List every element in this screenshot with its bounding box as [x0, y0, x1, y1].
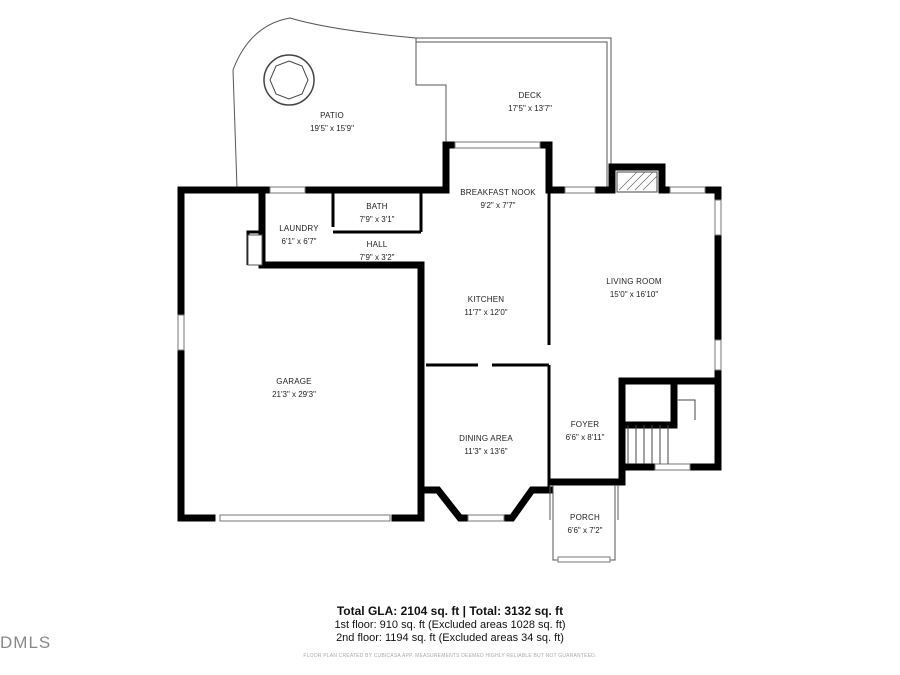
staircase [627, 399, 696, 464]
room-name-hall: HALL [367, 240, 388, 249]
hot-tub [263, 54, 315, 106]
room-name-living-room: LIVING ROOM [606, 277, 662, 286]
room-label-dining-area: DINING AREA 11'3" x 13'6" [459, 434, 513, 456]
room-name-porch: PORCH [570, 513, 600, 522]
porch-step [557, 556, 611, 563]
total-area-summary: Total GLA: 2104 sq. ft | Total: 3132 sq.… [336, 604, 564, 618]
wall-dining-bay [417, 261, 553, 522]
window-living-right [714, 199, 722, 236]
room-label-bath: BATH 7'9" x 3'1" [360, 202, 395, 224]
room-name-deck: DECK [518, 91, 541, 100]
room-dims-laundry: 6'1" x 6'7" [282, 237, 317, 246]
room-dims-breakfast-nook: 9'2" x 7'7" [481, 201, 516, 210]
room-name-laundry: LAUNDRY [279, 224, 319, 233]
first-floor-area: 1st floor: 910 sq. ft (Excluded areas 10… [334, 619, 566, 631]
mls-watermark: DMLS [0, 633, 52, 652]
fireplace-hatch [618, 171, 658, 191]
room-name-bath: BATH [366, 202, 388, 211]
room-dims-patio: 19'5" x 15'9" [310, 124, 354, 133]
room-name-kitchen: KITCHEN [468, 295, 505, 304]
window-top-garage [269, 186, 306, 194]
garage-door [219, 514, 391, 522]
room-dims-kitchen: 11'7" x 12'0" [464, 308, 507, 317]
room-dims-deck: 17'5" x 13'7" [508, 104, 552, 113]
room-label-patio: PATIO 19'5" x 15'9" [310, 111, 354, 133]
wall-stairs [618, 377, 722, 471]
laundry-door [247, 234, 263, 266]
deck-outline [416, 37, 612, 188]
room-name-dining-area: DINING AREA [459, 434, 513, 443]
second-floor-area: 2nd floor: 1194 sq. ft (Excluded areas 3… [336, 632, 564, 644]
room-label-garage: GARAGE 21'3" x 29'3" [272, 377, 316, 399]
room-label-kitchen: KITCHEN 11'7" x 12'0" [464, 295, 507, 317]
window-living-right2 [714, 339, 722, 371]
room-label-deck: DECK 17'5" x 13'7" [508, 91, 552, 113]
nook-window-top [454, 141, 541, 149]
room-dims-porch: 6'6" x 7'2" [568, 526, 603, 535]
hot-tub-inner [269, 60, 309, 100]
disclaimer-text: FLOOR PLAN CREATED BY CUBICASA APP. MEAS… [303, 653, 597, 659]
room-label-breakfast-nook: BREAKFAST NOOK 9'2" x 7'7" [460, 188, 536, 210]
room-name-foyer: FOYER [571, 420, 600, 429]
room-dims-hall: 7'9" x 3'2" [360, 253, 395, 262]
wall-kitchen [426, 190, 551, 400]
garage-window-left [177, 314, 185, 351]
room-label-hall: HALL 7'9" x 3'2" [360, 240, 395, 262]
room-label-laundry: LAUNDRY 6'1" x 6'7" [279, 224, 319, 246]
room-name-breakfast-nook: BREAKFAST NOOK [460, 188, 536, 197]
room-dims-bath: 7'9" x 3'1" [360, 215, 395, 224]
window-stair [654, 463, 691, 471]
room-dims-dining-area: 11'3" x 13'6" [464, 447, 507, 456]
room-name-garage: GARAGE [276, 377, 311, 386]
room-label-foyer: FOYER 6'6" x 8'11" [566, 420, 605, 442]
room-dims-living-room: 15'0" x 16'10" [610, 290, 658, 299]
room-label-living-room: LIVING ROOM 15'0" x 16'10" [606, 277, 662, 299]
window-living-top2 [669, 186, 706, 194]
room-dims-foyer: 6'6" x 8'11" [566, 433, 605, 442]
wall-laundry [246, 190, 423, 265]
bay-window [467, 514, 505, 522]
room-name-patio: PATIO [320, 111, 344, 120]
window-living-top1 [564, 186, 596, 194]
patio-outline [232, 17, 447, 189]
wall-nook [442, 141, 553, 194]
room-label-porch: PORCH 6'6" x 7'2" [568, 513, 603, 535]
room-dims-garage: 21'3" x 29'3" [272, 390, 316, 399]
porch-outline [549, 485, 619, 561]
